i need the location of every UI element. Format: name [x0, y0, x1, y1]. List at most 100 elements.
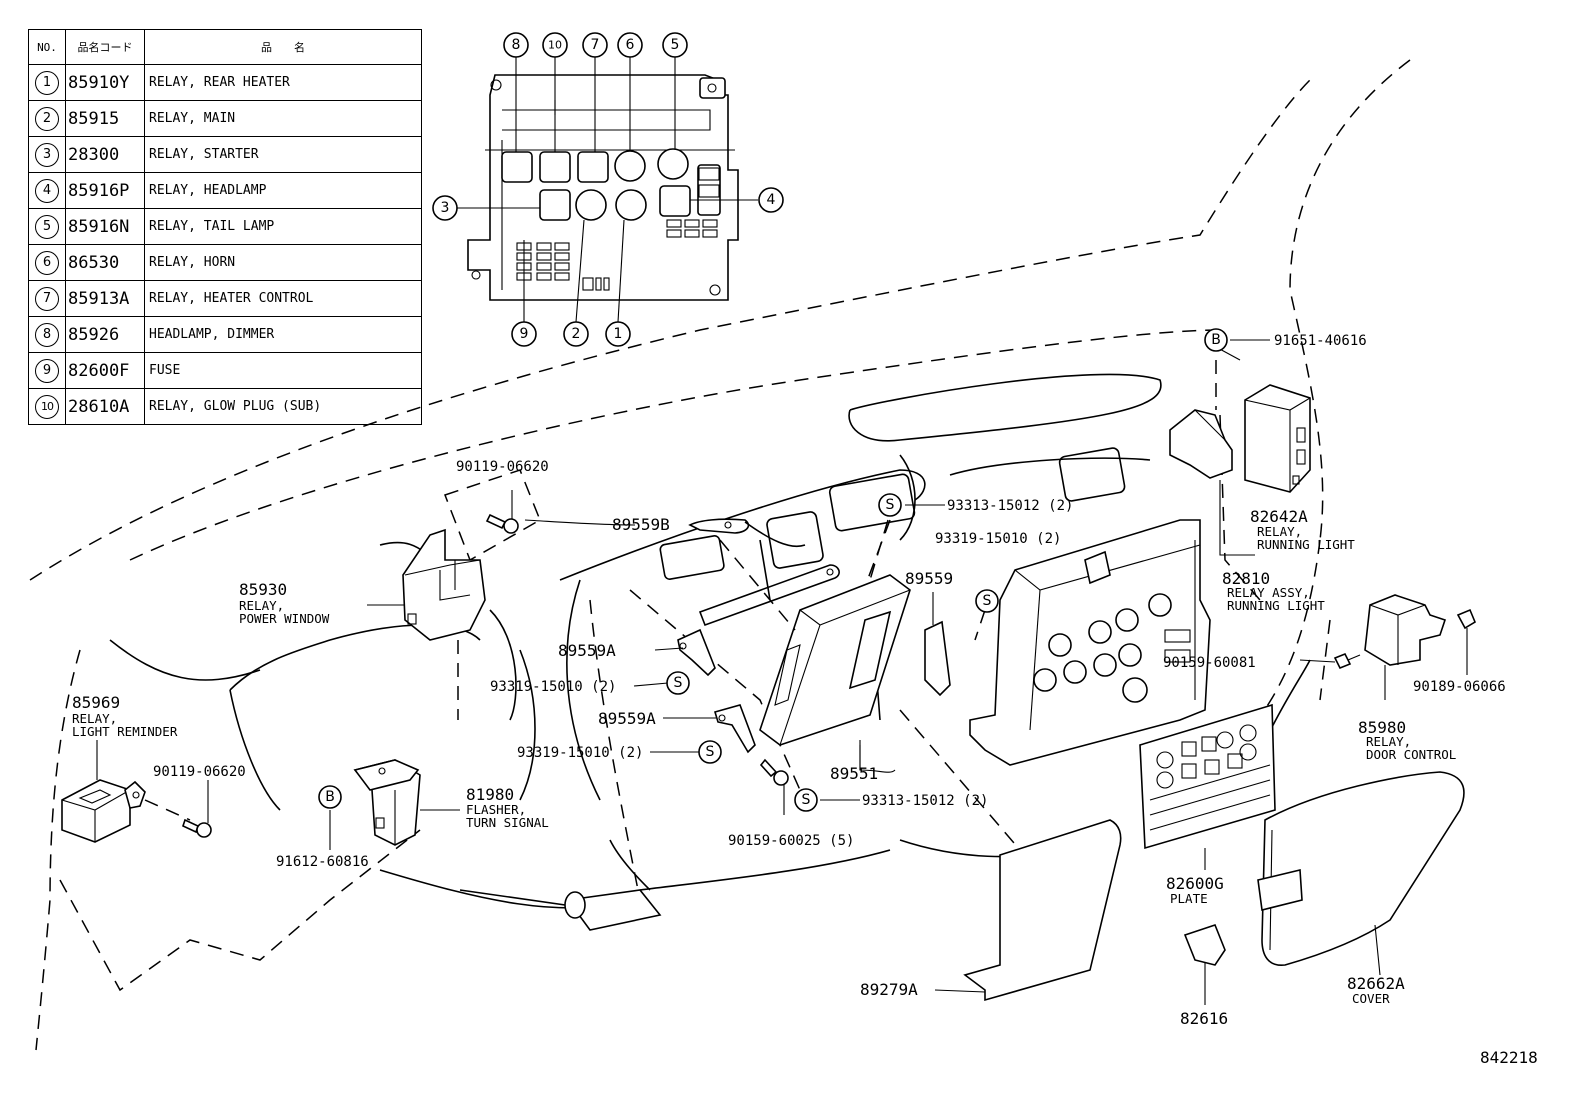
callout-10: 10 — [548, 39, 562, 52]
callout-8: 8 — [512, 37, 521, 53]
label-82810-desc2: RUNNING LIGHT — [1227, 598, 1325, 613]
callout-1: 1 — [614, 326, 623, 342]
callout-6: 6 — [626, 37, 635, 53]
table-header-row: NO. 品名コード 品 名 — [28, 29, 422, 65]
label-82600G: 82600G — [1166, 874, 1224, 893]
part-code: 85910Y — [65, 64, 145, 101]
marker-s: S — [983, 593, 992, 609]
marker-s: S — [706, 744, 715, 760]
bolt-90119-top — [485, 490, 636, 534]
part-name: RELAY, TAIL LAMP — [144, 208, 422, 245]
relay-block-inset: 8 10 7 6 5 3 4 9 2 1 — [432, 32, 784, 347]
callout-4: 4 — [767, 192, 776, 208]
callout-9: 9 — [520, 326, 529, 342]
row-number: 5 — [35, 214, 59, 239]
part-code: 85926 — [65, 316, 145, 353]
label-82600G-desc: PLATE — [1170, 891, 1208, 906]
marker-b: B — [1211, 332, 1221, 348]
dashboard-outline — [29, 59, 1411, 1051]
part-name: RELAY, GLOW PLUG (SUB) — [144, 388, 422, 425]
running-light-relay — [1215, 346, 1311, 493]
markers: S S S S S B B — [318, 328, 1228, 812]
label-93319-15010-c: 93319-15010 (2) — [935, 531, 1061, 547]
label-82662A: 82662A — [1347, 974, 1405, 993]
col-header-name: 品 名 — [144, 29, 422, 65]
part-code: 85913A — [65, 280, 145, 317]
part-name: HEADLAMP, DIMMER — [144, 316, 422, 353]
marker-s: S — [886, 497, 895, 513]
cover-82662A — [1257, 771, 1465, 976]
under-cover-89279A — [934, 819, 1122, 1002]
leader-lines — [329, 339, 1270, 850]
row-number: 7 — [35, 286, 59, 311]
label-90119-06620-top: 90119-06620 — [456, 459, 549, 475]
clip-90189 — [1456, 608, 1477, 675]
row-number: 2 — [35, 106, 59, 131]
bracket-89559 — [924, 592, 951, 697]
label-89559A-upper: 89559A — [558, 641, 616, 660]
bracket-89559B — [688, 518, 840, 627]
label-93313-15012-top: 93313-15012 (2) — [947, 498, 1073, 514]
callout-7: 7 — [591, 37, 600, 53]
row-number: 9 — [35, 358, 59, 383]
screw-90159-60081 — [1299, 652, 1361, 670]
figure-number: 842218 — [1480, 1048, 1538, 1067]
label-90119-06620-bottom: 90119-06620 — [153, 764, 246, 780]
label-82662A-desc: COVER — [1352, 991, 1390, 1006]
row-number: 10 — [35, 394, 59, 419]
label-82616: 82616 — [1180, 1009, 1228, 1028]
label-85980: 85980 — [1358, 718, 1406, 737]
part-code: 82600F — [65, 352, 145, 389]
part-code: 85916P — [65, 172, 145, 209]
col-header-no: NO. — [28, 29, 66, 65]
ecu-89551 — [759, 574, 911, 770]
label-89559B: 89559B — [612, 515, 670, 534]
door-control-relay — [1364, 594, 1447, 700]
label-90189-06066: 90189-06066 — [1413, 679, 1506, 695]
bracket-89559A-upper — [677, 628, 716, 677]
part-code: 85916N — [65, 208, 145, 245]
label-91651-40616: 91651-40616 — [1274, 333, 1367, 349]
marker-s: S — [802, 792, 811, 808]
label-90159-60025: 90159-60025 (5) — [728, 833, 854, 849]
callout-2: 2 — [572, 326, 581, 342]
part-name: RELAY, HEADLAMP — [144, 172, 422, 209]
junction-block — [969, 519, 1211, 766]
part-code: 86530 — [65, 244, 145, 281]
label-85969-desc2: LIGHT REMINDER — [72, 724, 178, 739]
label-85930-desc1: RELAY, — [239, 598, 284, 613]
clip-82616 — [1183, 924, 1226, 1005]
label-81980: 81980 — [466, 785, 514, 804]
part-name: RELAY, REAR HEATER — [144, 64, 422, 101]
label-85980-desc1: RELAY, — [1366, 734, 1411, 749]
part-name: RELAY, STARTER — [144, 136, 422, 173]
bolt-90119-bottom — [182, 780, 212, 838]
relay-callout-circles: 8 10 7 6 5 3 4 9 2 1 — [432, 32, 784, 347]
bolt-90159-60025 — [759, 758, 789, 815]
bracket-89559A-lower — [713, 704, 756, 754]
row-number: 4 — [35, 178, 59, 203]
part-name: RELAY, HORN — [144, 244, 422, 281]
label-82642A-desc2: RUNNING LIGHT — [1257, 537, 1355, 552]
label-89559: 89559 — [905, 569, 953, 588]
label-82810-desc1: RELAY ASSY, — [1227, 585, 1310, 600]
label-82642A-desc1: RELAY, — [1257, 524, 1302, 539]
part-name: RELAY, MAIN — [144, 100, 422, 137]
label-81980-desc1: FLASHER, — [466, 802, 526, 817]
label-85930-desc2: POWER WINDOW — [239, 611, 330, 626]
label-91612-60816: 91612-60816 — [276, 854, 369, 870]
label-81980-desc2: TURN SIGNAL — [466, 815, 549, 830]
row-number: 6 — [35, 250, 59, 275]
plate-82600G — [1139, 703, 1276, 870]
label-93319-15010-a: 93319-15010 (2) — [490, 679, 616, 695]
part-code: 28300 — [65, 136, 145, 173]
